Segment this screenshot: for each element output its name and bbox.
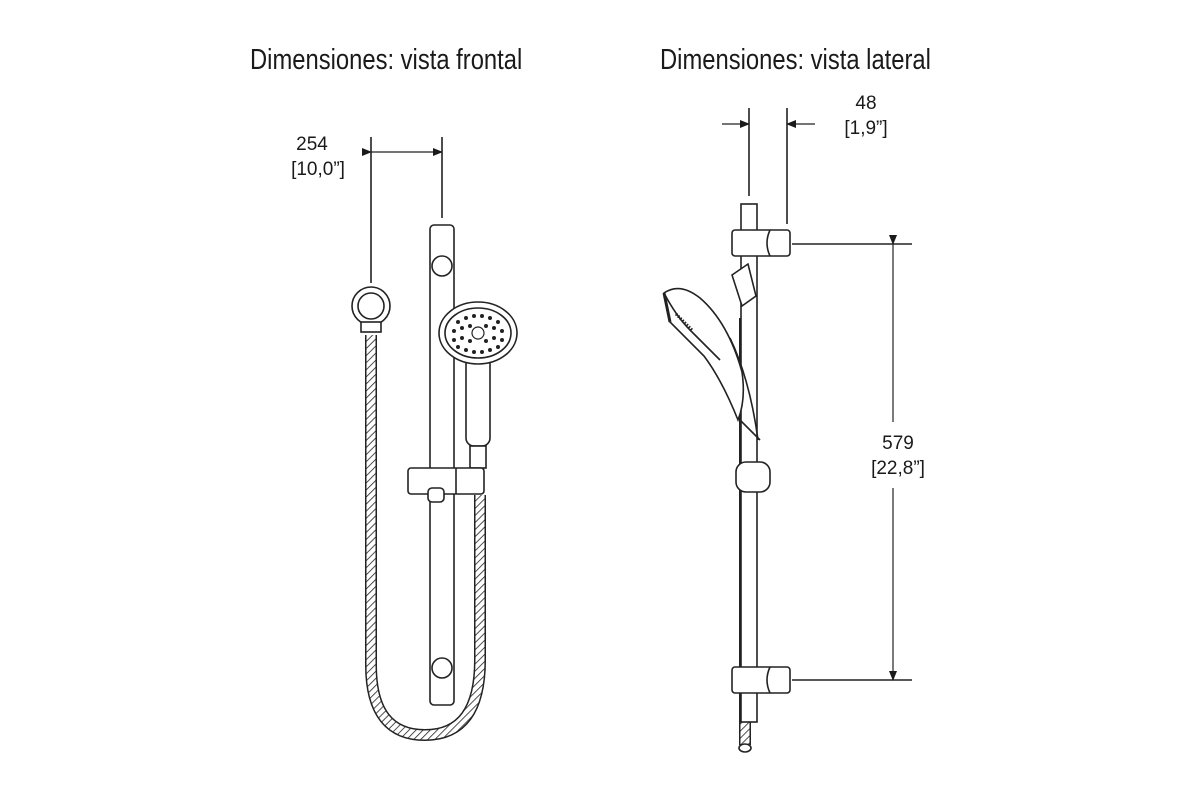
height-dimension [792, 235, 912, 681]
height-dim-mm: 579 [882, 433, 914, 454]
shower-hose [365, 335, 486, 742]
width-dimension [362, 137, 443, 283]
front-view [351, 137, 518, 742]
bottom-bracket [731, 666, 791, 694]
wall-outlet [351, 286, 391, 333]
front-view-title: Dimensiones: vista frontal [250, 44, 523, 76]
slide-bar [429, 224, 455, 706]
handshower [438, 301, 518, 469]
width-dim-in: [10,0”] [291, 159, 345, 180]
slider-holder-side [731, 262, 771, 493]
depth-dimension [722, 108, 815, 224]
depth-dim-mm: 48 [855, 93, 876, 114]
top-bracket [731, 229, 791, 257]
slider-holder [407, 467, 485, 503]
side-view-title: Dimensiones: vista lateral [660, 44, 931, 76]
height-dim-in: [22,8”] [871, 458, 925, 479]
spray-nozzles [452, 314, 504, 354]
depth-dim-in: [1,9”] [844, 118, 887, 139]
width-dim-mm: 254 [296, 134, 328, 155]
handshower-side [662, 287, 761, 441]
side-view [662, 108, 912, 753]
